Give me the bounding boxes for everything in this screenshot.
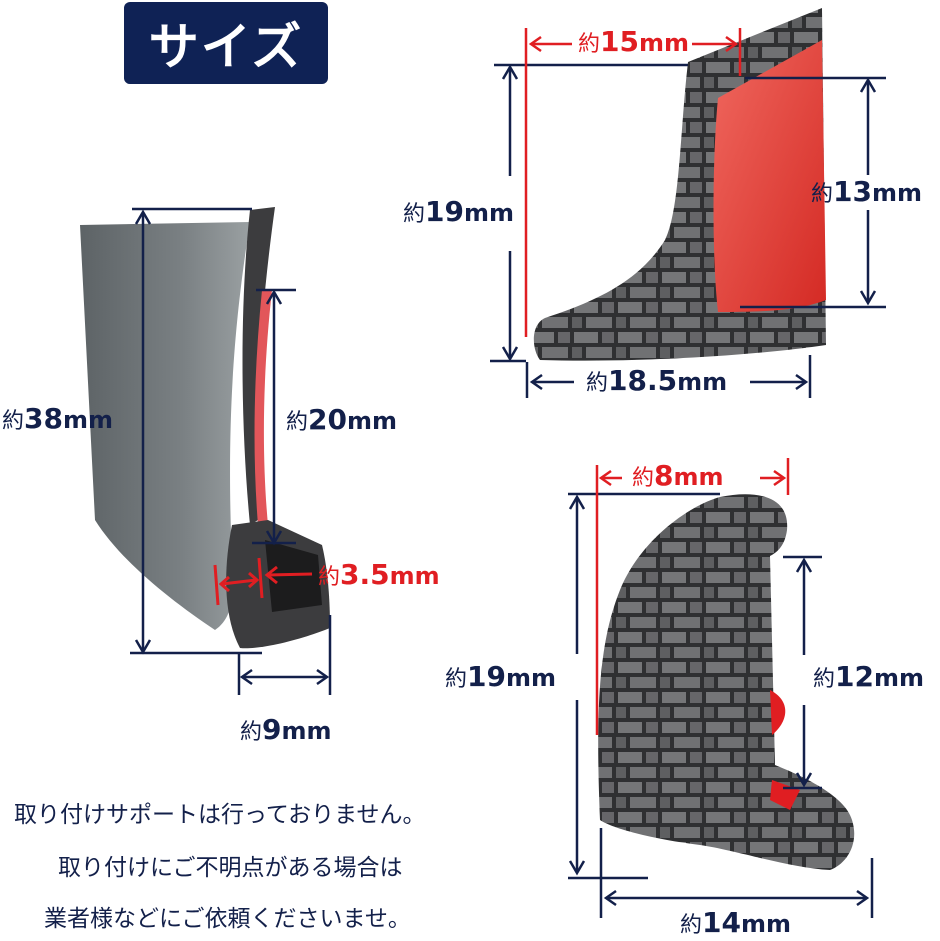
dim-label-br-base-width: 約14mm: [680, 906, 791, 939]
bottom-right-red-dim: [595, 458, 790, 735]
dim-label-tr-height: 約19mm: [403, 195, 514, 228]
dim-label-left-height: 約38mm: [2, 402, 113, 435]
dim-label-br-height: 約19mm: [445, 660, 556, 693]
size-badge-label: サイズ: [148, 18, 304, 76]
top-right-red-dim: [524, 28, 742, 337]
dim-label-br-tape-height: 約12mm: [813, 660, 924, 693]
bottom-right-dim-lines: [568, 492, 874, 918]
product-top-right-photo: [533, 8, 826, 361]
dim-label-left-tape-height: 約20mm: [286, 403, 397, 436]
dim-label-br-top-width: 約8mm: [632, 459, 724, 492]
notice-line-2: 取り付けにご不明点がある場合は: [58, 855, 403, 881]
dim-label-tr-top-width: 約15mm: [578, 25, 689, 58]
dim-label-tr-tape-height: 約13mm: [811, 175, 922, 208]
dim-label-left-groove: 約3.5mm: [318, 558, 440, 591]
notice-line-1: 取り付けサポートは行っておりません。: [14, 802, 426, 828]
size-badge: サイズ: [124, 2, 328, 84]
left-groove-dim: [213, 557, 313, 606]
dim-label-tr-base-width: 約18.5mm: [586, 364, 728, 397]
product-left-photo: [80, 207, 330, 649]
notice-line-3: 業者様などにご依頼くださいませ。: [44, 906, 411, 932]
dim-label-left-base: 約9mm: [240, 713, 332, 746]
left-dim-lines: [130, 207, 332, 695]
